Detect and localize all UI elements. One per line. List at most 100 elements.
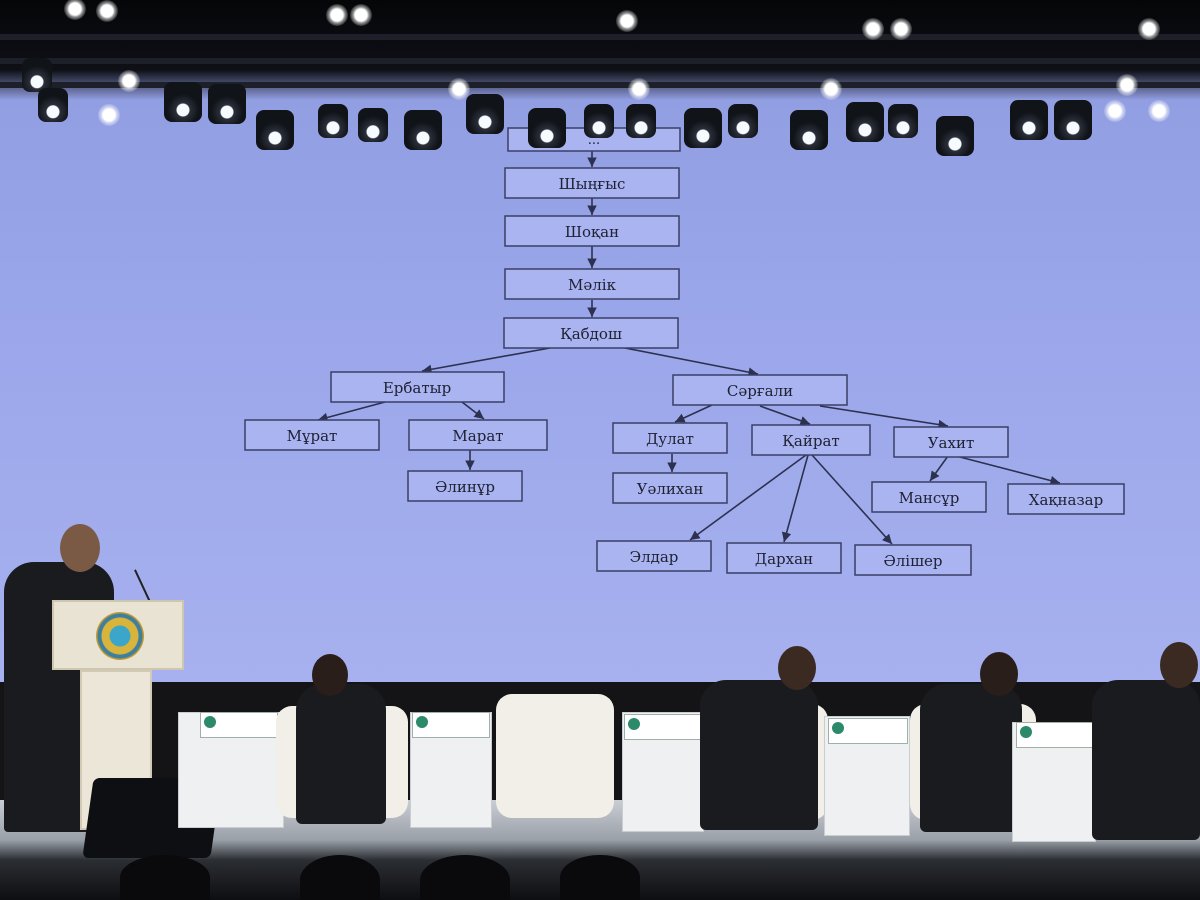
audience-head	[300, 855, 380, 900]
spotlight	[38, 88, 68, 122]
light-glow	[1138, 18, 1160, 40]
light-glow	[448, 78, 470, 100]
light-glow	[64, 0, 86, 20]
light-glow	[628, 78, 650, 100]
speaker-head	[60, 524, 100, 572]
light-glow	[350, 4, 372, 26]
spotlight	[404, 110, 442, 150]
tree-node-kairat: Қайрат	[751, 424, 871, 456]
tree-node-alinur: Әлинұр	[407, 470, 523, 502]
svg-text:Мәлік: Мәлік	[568, 276, 617, 294]
light-glow	[1148, 100, 1170, 122]
tree-node-chain-3: Қабдош	[503, 317, 679, 349]
svg-text:Дархан: Дархан	[755, 550, 813, 568]
light-glow	[118, 70, 140, 92]
svg-text:Шоқан: Шоқан	[565, 223, 619, 241]
plate-logo-icon	[416, 716, 428, 728]
tree-node-mansur: Мансұр	[871, 481, 987, 513]
plate-logo-icon	[1020, 726, 1032, 738]
truss-bar	[0, 82, 1200, 88]
spotlight	[728, 104, 758, 138]
spotlight	[528, 108, 566, 148]
tree-node-dulat: Дулат	[612, 422, 728, 454]
tree-node-khaknazar: Хақназар	[1007, 483, 1125, 515]
tree-node-murat: Мұрат	[244, 419, 380, 451]
panelist	[700, 680, 818, 830]
panelist	[1092, 680, 1200, 840]
svg-text:Дулат: Дулат	[646, 430, 694, 448]
truss-bar	[0, 58, 1200, 64]
name-plate	[1016, 722, 1094, 748]
light-glow	[96, 0, 118, 22]
light-glow	[820, 78, 842, 100]
svg-text:Қайрат: Қайрат	[782, 432, 839, 450]
light-glow	[862, 18, 884, 40]
family-tree-diagram: ... Шыңғыс Шоқан Мәлік Қабдош Ербатыр	[244, 127, 1125, 576]
spotlight	[1010, 100, 1048, 140]
audience-head	[120, 855, 210, 900]
plate-logo-icon	[628, 718, 640, 730]
podium-top	[52, 600, 184, 670]
spotlight	[790, 110, 828, 150]
plate-logo-icon	[204, 716, 216, 728]
tree-node-ualikhan: Уәлихан	[612, 472, 728, 504]
tree-node-marat: Марат	[408, 419, 548, 451]
tree-node-alisher: Әлішер	[854, 544, 972, 576]
light-glow	[326, 4, 348, 26]
tree-edges	[317, 150, 1061, 545]
name-plate	[412, 712, 490, 738]
panelist	[920, 684, 1022, 832]
light-glow	[616, 10, 638, 32]
svg-text:Мансұр: Мансұр	[899, 489, 960, 507]
panelist	[296, 684, 386, 824]
spotlight	[466, 94, 504, 134]
tree-node-eldar: Элдар	[596, 540, 712, 572]
name-plate	[200, 712, 278, 738]
tree-node-uakhit: Уахит	[893, 426, 1009, 458]
audience-head	[560, 855, 640, 900]
armchair-empty	[496, 694, 614, 818]
spotlight	[208, 84, 246, 124]
light-glow	[1104, 100, 1126, 122]
spotlight	[936, 116, 974, 156]
tree-node-ерbatyr: Ербатыр	[330, 371, 505, 403]
tree-node-chain-2: Мәлік	[504, 268, 680, 300]
audience-head	[420, 855, 510, 900]
svg-text:Хақназар: Хақназар	[1029, 491, 1103, 509]
spotlight	[846, 102, 884, 142]
tree-node-sergali: Сәрғали	[672, 374, 848, 406]
tree-node-chain-1: Шоқан	[504, 215, 680, 247]
tree-node-darkhan: Дархан	[726, 542, 842, 574]
svg-text:Марат: Марат	[452, 427, 503, 445]
tree-node-chain-0: Шыңғыс	[504, 167, 680, 199]
panelist-head	[980, 652, 1018, 696]
svg-text:Әлинұр: Әлинұр	[435, 478, 495, 496]
panelist-head	[312, 654, 348, 696]
spotlight	[684, 108, 722, 148]
plate-logo-icon	[832, 722, 844, 734]
spotlight	[318, 104, 348, 138]
light-glow	[98, 104, 120, 126]
spotlight	[584, 104, 614, 138]
panelist-head	[778, 646, 816, 690]
spotlight	[888, 104, 918, 138]
panelist-head	[1160, 642, 1198, 688]
spotlight	[358, 108, 388, 142]
svg-text:Уәлихан: Уәлихан	[637, 480, 704, 498]
light-glow	[890, 18, 912, 40]
lighting-truss	[0, 0, 1200, 100]
svg-text:Уахит: Уахит	[928, 434, 975, 452]
svg-text:Элдар: Элдар	[630, 548, 679, 566]
state-emblem-icon	[96, 612, 144, 660]
svg-text:Ербатыр: Ербатыр	[383, 379, 451, 397]
svg-text:Қабдош: Қабдош	[560, 325, 622, 343]
truss-bar	[0, 34, 1200, 40]
projection-screen: ... Шыңғыс Шоқан Мәлік Қабдош Ербатыр	[0, 40, 1200, 685]
name-plate	[624, 714, 702, 740]
spotlight	[1054, 100, 1092, 140]
spotlight	[164, 82, 202, 122]
spotlight	[22, 58, 52, 92]
svg-text:Сәрғали: Сәрғали	[727, 382, 793, 400]
svg-text:Шыңғыс: Шыңғыс	[559, 175, 626, 193]
